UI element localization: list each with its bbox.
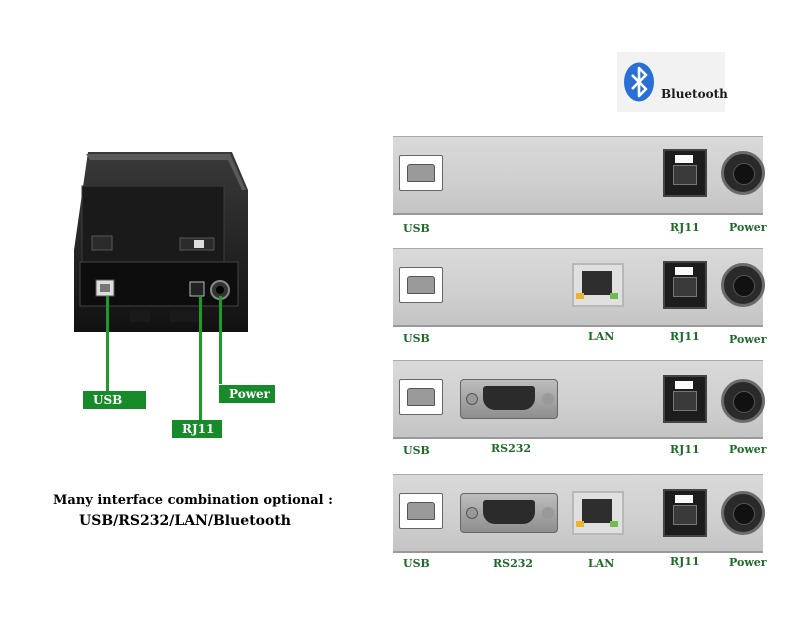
rs232-port-icon	[460, 379, 558, 419]
bluetooth-badge: Bluetooth	[617, 52, 728, 112]
usb-callout-line	[106, 296, 109, 392]
usb-port-icon	[399, 155, 443, 191]
rj11-port-icon	[663, 149, 707, 197]
panel-2-usb-label: USB	[403, 332, 430, 345]
lan-port-icon	[572, 263, 624, 307]
rj11-port-icon	[663, 375, 707, 423]
usb-port-icon	[399, 267, 443, 303]
panel-4-lan-label: LAN	[588, 557, 615, 570]
panel-4-usb-label: USB	[403, 557, 430, 570]
interface-panel-4	[393, 474, 765, 553]
bluetooth-icon	[624, 62, 654, 102]
caption-line-2: USB/RS232/LAN/Bluetooth	[79, 513, 291, 529]
panel-1-rj11-label: RJ11	[670, 221, 700, 234]
rs232-port-icon	[460, 493, 558, 533]
panel-3-rj11-label: RJ11	[670, 443, 700, 456]
panel-4-rj11-label: RJ11	[670, 555, 700, 568]
caption-line-1: Many interface combination optional :	[53, 493, 333, 508]
power-callout: Power	[219, 385, 275, 403]
bluetooth-label: Bluetooth	[661, 87, 728, 101]
power-port-icon	[721, 379, 765, 423]
panel-1-usb-label: USB	[403, 222, 430, 235]
power-port-icon	[721, 491, 765, 535]
panel-4-power-label: Power	[729, 556, 767, 569]
rj11-callout: RJ11	[172, 420, 222, 438]
panel-1-power-label: Power	[729, 221, 767, 234]
power-port-icon	[721, 151, 765, 195]
panel-2-lan-label: LAN	[588, 330, 615, 343]
panel-3-power-label: Power	[729, 443, 767, 456]
lan-port-icon	[572, 491, 624, 535]
rj11-port-icon	[663, 261, 707, 309]
panel-2-rj11-label: RJ11	[670, 330, 700, 343]
panel-2-power-label: Power	[729, 333, 767, 346]
panel-3-rs232-label: RS232	[491, 442, 532, 455]
panel-4-rs232-label: RS232	[493, 557, 534, 570]
usb-callout: USB	[83, 391, 146, 409]
interface-panel-2	[393, 248, 765, 327]
interface-panel-1	[393, 136, 765, 215]
usb-port-icon	[399, 493, 443, 529]
rj11-port-icon	[663, 489, 707, 537]
rj11-callout-line	[199, 296, 202, 420]
power-port-icon	[721, 263, 765, 307]
power-callout-line	[219, 296, 222, 384]
panel-3-usb-label: USB	[403, 444, 430, 457]
interface-panel-3	[393, 360, 765, 439]
printer-rear-image	[74, 152, 248, 332]
usb-port-icon	[399, 379, 443, 415]
